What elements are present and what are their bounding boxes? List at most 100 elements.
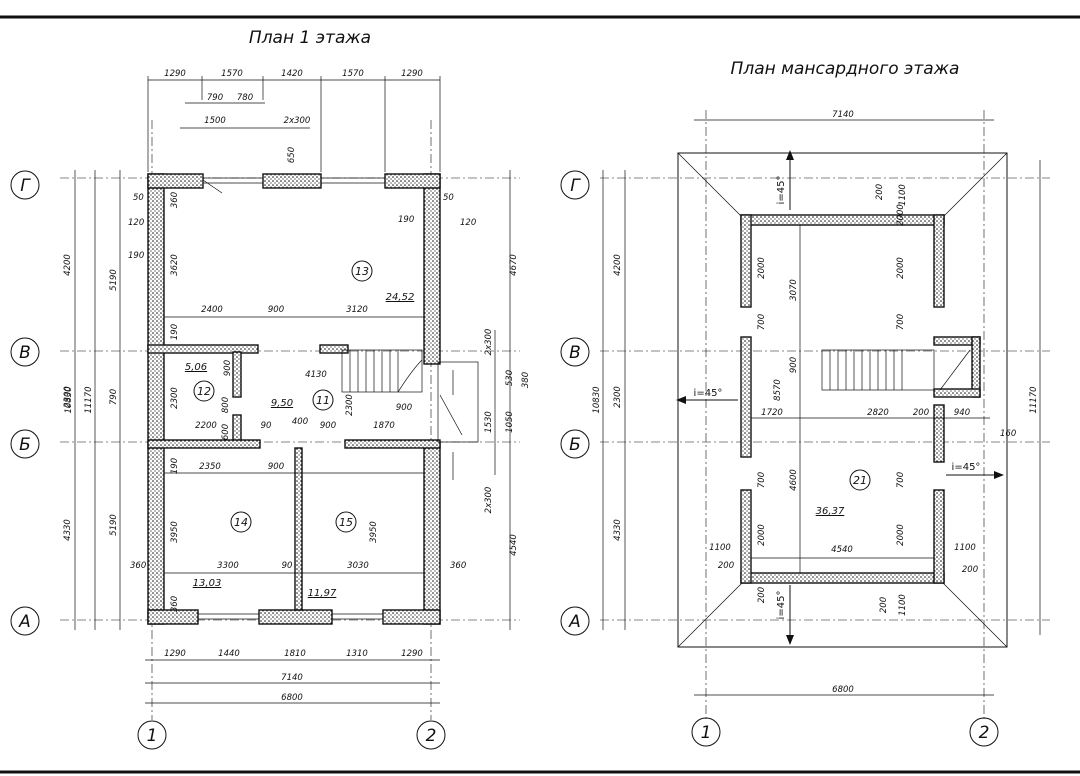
room-number: 14	[234, 516, 248, 529]
dim-label: 530	[505, 370, 515, 386]
dim-label: 360	[170, 596, 180, 612]
dim-label: 2200	[195, 421, 217, 431]
attic-wall-right-2	[933, 404, 945, 463]
dim-label: 5190	[109, 514, 119, 536]
dim-label: 1570	[221, 69, 243, 79]
axis-bubble-g	[10, 170, 40, 200]
dim-label: 4670	[509, 254, 519, 276]
axis-label: 1	[701, 723, 712, 743]
slope-label: i=45°	[776, 591, 787, 620]
dim-label: 8570	[773, 379, 783, 401]
dim-label: 90	[282, 561, 293, 571]
axis-label: Б	[569, 435, 581, 455]
dim-label: 11170	[1029, 386, 1039, 413]
room-number: 21	[853, 474, 867, 487]
dim-label: 120	[460, 218, 476, 228]
floor1-rooms: 13 24,52 12 5,06 11 9,50 14 13,03 15 11,…	[185, 260, 415, 599]
dim-label: 600	[221, 424, 231, 440]
dim-label: 1720	[761, 408, 783, 418]
axis-label: А	[18, 612, 31, 632]
floor1-left-dims: 10830 11170 4200 2300 4330 5190 790 5190	[63, 254, 119, 541]
dim-label: 940	[954, 408, 970, 418]
attic-dormer-bottom	[933, 388, 981, 398]
dim-label: 2300	[345, 394, 355, 416]
dim-label: 50	[443, 193, 454, 203]
dim-label: 4200	[613, 254, 623, 276]
dim-label: 1810	[284, 649, 306, 659]
dim-label: 700	[757, 472, 767, 488]
dim-label: 2000	[757, 257, 767, 279]
attic-title: План мансардного этажа	[731, 59, 960, 79]
axis-label: В	[19, 343, 31, 363]
room-number: 13	[355, 265, 369, 278]
floor1-plan	[60, 76, 520, 720]
room-marker-21	[849, 469, 871, 491]
dim-label: 160	[1000, 429, 1016, 439]
dim-label: 650	[287, 147, 297, 163]
door-swing	[202, 179, 223, 194]
dim-label: 1440	[218, 649, 240, 659]
dim-label: 7140	[832, 110, 854, 120]
wall-top-right	[384, 173, 441, 189]
dim-label: 2820	[867, 408, 889, 418]
dim-label: 200	[875, 184, 885, 200]
dim-label: 4540	[831, 545, 853, 555]
dim-label: 900	[268, 462, 284, 472]
dim-label: 3950	[170, 521, 180, 543]
wall-inner-v-left	[147, 344, 259, 354]
dim-label: 4130	[305, 370, 327, 380]
axis-label: Б	[19, 435, 31, 455]
wall-top-mid	[262, 173, 322, 189]
dim-label: 700	[896, 472, 906, 488]
dim-label: 3070	[789, 279, 799, 301]
dim-label: 1290	[164, 649, 186, 659]
wall-right-upper	[423, 173, 441, 365]
floor1-right-dims: 4670 2x300 530 380 1530 1050 2x300 4540	[484, 254, 531, 556]
wall-inner-12a	[232, 351, 242, 398]
axis-label: А	[568, 612, 581, 632]
attic-wall-left-2	[740, 336, 752, 458]
attic-axis-bubbles: Г В Б А 1 2	[560, 170, 999, 747]
axis-label: В	[569, 343, 581, 363]
axis-label: 1	[147, 726, 158, 746]
floor1-interior-dims: 50 120 190 360 3620 650 190 50 120 2400 …	[128, 147, 476, 612]
dim-label: 790	[109, 389, 119, 405]
dim-label: 1100	[898, 594, 908, 616]
dim-label: 4540	[509, 534, 519, 556]
room-marker-13	[351, 260, 373, 282]
entrance-porch	[437, 361, 479, 480]
dim-label: 900	[223, 360, 233, 376]
wall-top-left	[147, 173, 204, 189]
floor1-title: План 1 этажа	[249, 28, 371, 48]
dim-label: 200	[913, 408, 929, 418]
dim-label: 380	[521, 372, 531, 388]
room-marker-11	[312, 389, 334, 411]
wall-inner-14-15	[294, 447, 303, 611]
dim-label: 10830	[592, 386, 602, 413]
wall-bottom-mid	[258, 609, 333, 625]
room-marker-12	[193, 380, 215, 402]
dim-label: 4330	[613, 519, 623, 541]
wall-bottom-left	[147, 609, 199, 625]
dim-label: 2000	[896, 257, 906, 279]
dim-label: 1420	[281, 69, 303, 79]
attic-wall-bottom	[740, 572, 945, 584]
dim-label: 2x300	[284, 116, 311, 126]
attic-dormer-right	[971, 336, 981, 398]
room-area: 9,50	[271, 398, 293, 409]
dim-label: 1530	[484, 411, 494, 433]
axis-bubble-2	[416, 720, 446, 750]
dim-label: 10830	[64, 386, 74, 413]
dim-label: 4330	[63, 519, 73, 541]
dim-label: 200	[718, 561, 734, 571]
dim-label: 4600	[789, 469, 799, 491]
dim-label: 2x300	[484, 487, 494, 514]
slope-label: i=45°	[952, 462, 981, 473]
room-area: 24,52	[386, 292, 415, 303]
attic-wall-right-3	[933, 489, 945, 584]
dim-label: 3950	[369, 521, 379, 543]
axis-label: Г	[570, 176, 581, 196]
dim-label: 700	[896, 314, 906, 330]
wall-inner-12b	[232, 414, 242, 444]
